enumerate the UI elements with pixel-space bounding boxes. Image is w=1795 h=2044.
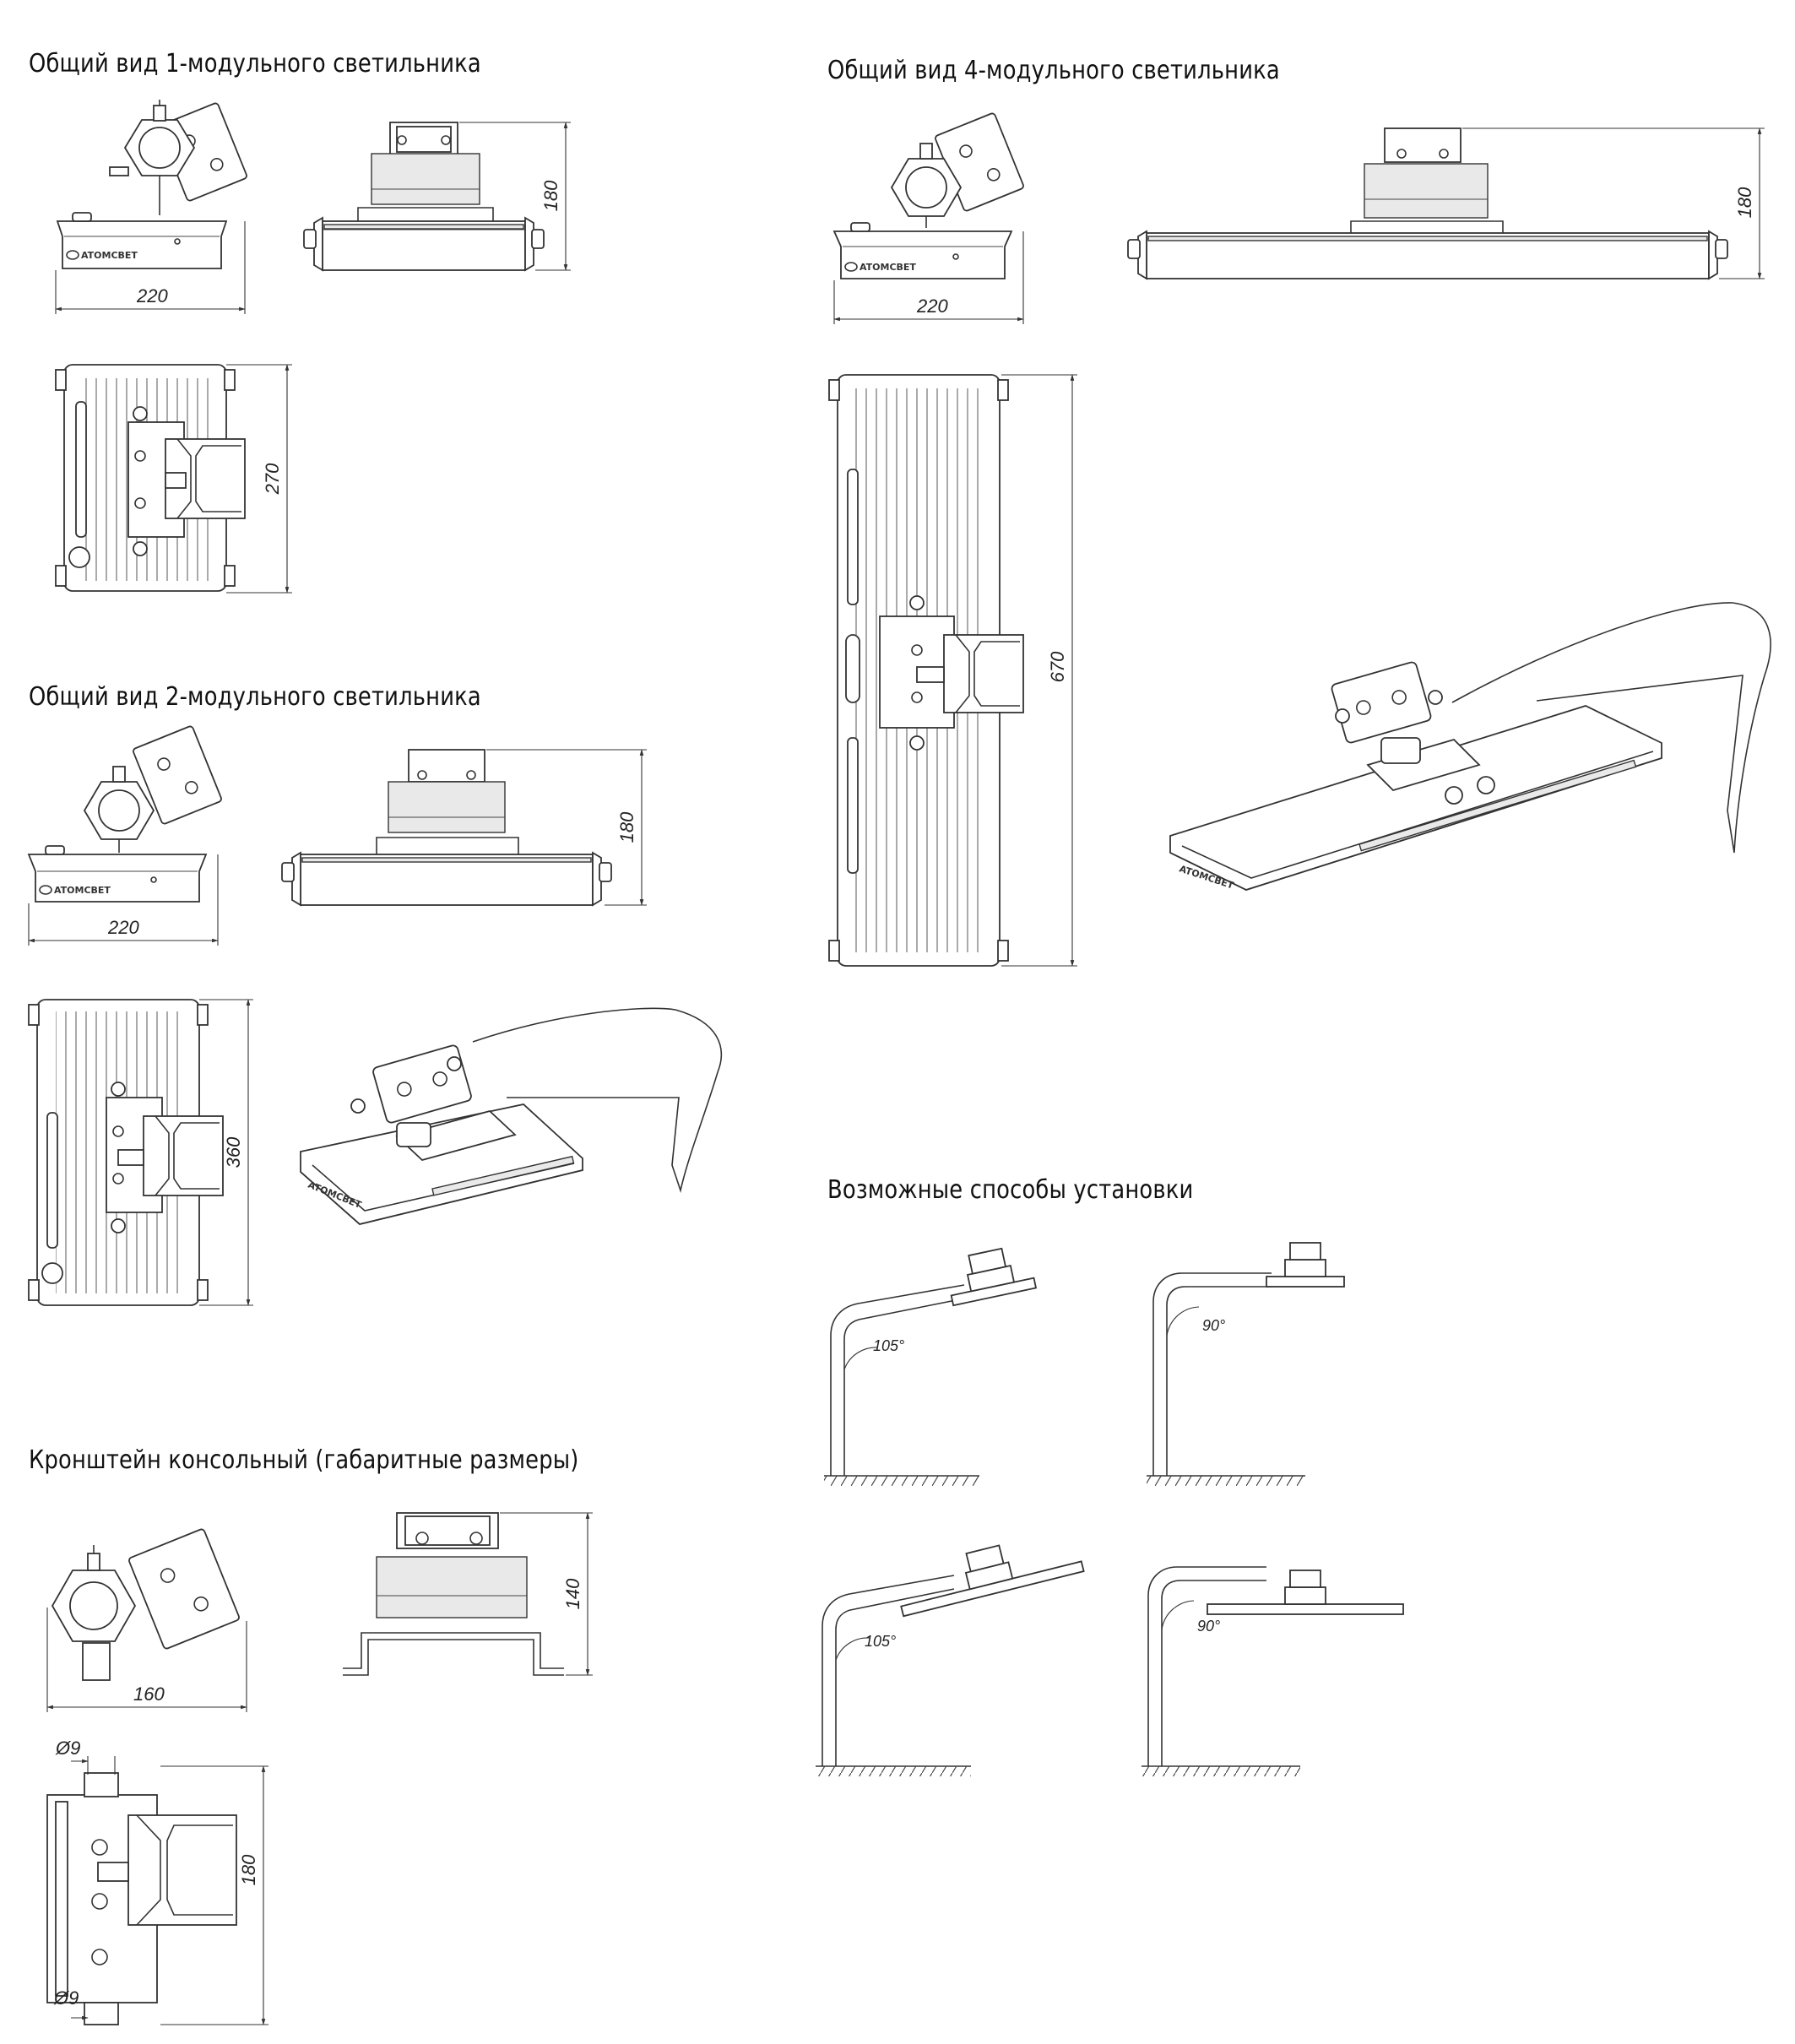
- bracket-front-view: 160: [46, 1528, 247, 1712]
- two-module-width-label: 220: [107, 917, 139, 938]
- bracket-top-view: Ø9 Ø9 180: [46, 1738, 268, 2025]
- four-module-isometric-view: ATOMCBET: [1169, 602, 1771, 892]
- heading-four-module: Общий вид 4-модульного светильника: [827, 56, 1280, 85]
- mounting-method-1: 105°: [824, 1247, 1038, 1486]
- mounting-angle-1: 105°: [873, 1337, 904, 1354]
- bracket-hole-top-label: Ø9: [55, 1738, 80, 1759]
- two-module-front-view: ATOMCBET 220: [27, 725, 222, 946]
- two-module-length-label: 360: [223, 1136, 244, 1168]
- four-module-side-view: 180: [1127, 127, 1765, 280]
- mounting-method-3: 105°: [816, 1544, 1085, 1776]
- mounting-angle-2: 90°: [1202, 1317, 1225, 1334]
- heading-bracket: Кронштейн консольный (габаритные размеры…: [29, 1445, 579, 1475]
- mounting-method-2: 90°: [1147, 1242, 1345, 1486]
- four-module-logo: ATOMCBET: [860, 262, 916, 273]
- bracket-depth-label: 180: [238, 1854, 259, 1885]
- heading-two-module: Общий вид 2-модульного светильника: [29, 682, 481, 712]
- two-module-logo: ATOMCBET: [54, 885, 111, 896]
- one-module-front-view: ATOMCBET 220: [55, 100, 247, 314]
- four-module-top-view: 670: [828, 374, 1077, 967]
- one-module-side-view: 180: [303, 122, 571, 272]
- one-module-width-label: 220: [136, 285, 168, 306]
- two-module-top-view: 360: [28, 999, 253, 1306]
- four-module-width-label: 220: [916, 295, 948, 317]
- one-module-length-label: 270: [262, 463, 283, 495]
- mounting-angle-4: 90°: [1197, 1618, 1220, 1635]
- two-module-side-view: 180: [281, 749, 647, 907]
- four-module-length-label: 670: [1047, 651, 1068, 682]
- bracket-hole-bottom-label: Ø9: [53, 1987, 79, 2009]
- bracket-side-view: 140: [343, 1512, 593, 1676]
- one-module-logo: ATOMCBET: [81, 250, 138, 261]
- one-module-top-view: 270: [55, 364, 292, 594]
- four-module-front-view: ATOMCBET 220: [832, 112, 1024, 324]
- two-module-isometric-view: ATOMCBET: [300, 1007, 722, 1225]
- two-module-height-label: 180: [616, 811, 637, 843]
- heading-mounting: Возможные способы установки: [827, 1175, 1194, 1205]
- one-module-height-label: 180: [540, 180, 561, 211]
- mounting-angle-3: 105°: [865, 1633, 896, 1650]
- mounting-method-4: 90°: [1142, 1566, 1404, 1776]
- bracket-width-label: 160: [133, 1683, 165, 1705]
- bracket-height-label: 140: [562, 1578, 583, 1609]
- four-module-height-label: 180: [1734, 187, 1755, 218]
- heading-one-module: Общий вид 1-модульного светильника: [29, 49, 481, 79]
